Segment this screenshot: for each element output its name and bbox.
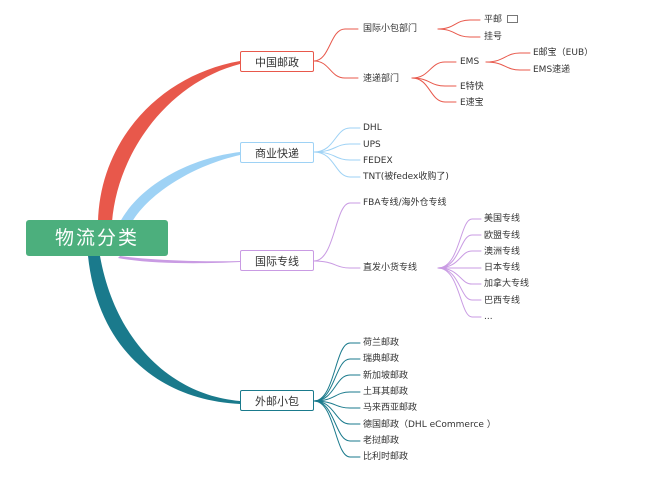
connector-intl-line-direct [313,260,361,269]
connector-parcel-registered [437,28,481,38]
node-fba-line[interactable]: FBA专线/海外仓专线 [363,198,447,208]
node-sweden-post[interactable]: 瑞典邮政 [363,354,400,364]
node-singapore-post[interactable]: 新加坡邮政 [363,371,409,381]
node-ups[interactable]: UPS [363,140,381,150]
connector-express-e-sub [411,77,457,103]
connector-root-commercial-express [120,152,240,222]
node-laos-post[interactable]: 老挝邮政 [363,436,400,446]
root-node[interactable]: 物流分类 [26,220,168,256]
node-eu-line[interactable]: 欧盟专线 [484,231,521,241]
connector-parcel-surface [437,19,481,30]
connector-ems-express [485,61,531,71]
connector-foreign-post-leaf [313,400,361,442]
connector-root-intl-line [118,256,240,264]
connector-china-post-express [313,60,359,79]
branch-foreign-post-parcel[interactable]: 外邮小包 [240,390,314,411]
node-ems[interactable]: EMS [460,57,480,67]
branch-china-post[interactable]: 中国邮政 [240,51,314,72]
node-intl-parcel-dept[interactable]: 国际小包部门 [363,24,418,34]
node-surface-mail[interactable]: 平邮 [484,14,519,26]
connector-foreign-post-leaf [313,400,361,458]
connector-foreign-post-leaf [313,400,361,425]
node-br-line[interactable]: 巴西专线 [484,296,521,306]
node-malaysia-post[interactable]: 马来西亚邮政 [363,403,418,413]
branch-commercial-express[interactable]: 商业快递 [240,142,314,163]
connector-commercial-express-leaf [313,127,361,153]
node-netherlands-post[interactable]: 荷兰邮政 [363,338,400,348]
branch-intl-dedicated-line[interactable]: 国际专线 [240,250,314,271]
connector-root-china-post [98,61,240,222]
node-au-line[interactable]: 澳洲专线 [484,247,521,257]
connector-commercial-express-leaf [313,143,361,153]
node-e-express[interactable]: E特快 [460,82,484,92]
connector-direct-line-leaf [437,267,482,318]
connector-express-ems [411,61,457,79]
node-direct-small-goods[interactable]: 直发小货专线 [363,263,418,273]
node-us-line[interactable]: 美国专线 [484,214,521,224]
connector-direct-line-leaf [437,218,482,269]
connector-foreign-post-leaf [313,358,361,402]
node-ca-line[interactable]: 加拿大专线 [484,279,530,289]
node-belgium-post[interactable]: 比利时邮政 [363,452,409,462]
connector-ems-epacket [485,52,531,63]
connector-direct-line-leaf [437,234,482,269]
connector-intl-line-fba [313,202,361,262]
node-surface-mail-label: 平邮 [484,15,503,25]
connector-commercial-express-leaf [313,151,361,178]
connector-direct-line-leaf [437,267,482,301]
connector-direct-line-leaf [437,267,482,285]
connector-foreign-post-leaf [313,391,361,402]
node-tnt[interactable]: TNT(被fedex收购了) [363,172,449,182]
node-registered-mail[interactable]: 挂号 [484,32,503,42]
node-turkey-post[interactable]: 土耳其邮政 [363,387,409,397]
connector-direct-line-leaf [437,250,482,269]
connector-china-post-parcel [313,28,359,62]
node-jp-line[interactable]: 日本专线 [484,263,521,273]
connector-root-foreign-post [88,256,240,404]
node-germany-post[interactable]: 德国邮政（DHL eCommerce ） [363,420,496,430]
node-ems-express[interactable]: EMS速递 [533,65,571,75]
connector-foreign-post-leaf [313,374,361,402]
envelope-icon [507,15,519,23]
node-express-dept[interactable]: 速递部门 [363,74,400,84]
node-e-sub[interactable]: E速宝 [460,98,484,108]
node-epacket[interactable]: E邮宝（EUB） [533,48,594,58]
node-fedex[interactable]: FEDEX [363,156,393,166]
connector-foreign-post-leaf [313,342,361,402]
node-more-lines[interactable]: ... [484,312,493,322]
node-dhl[interactable]: DHL [363,123,382,133]
